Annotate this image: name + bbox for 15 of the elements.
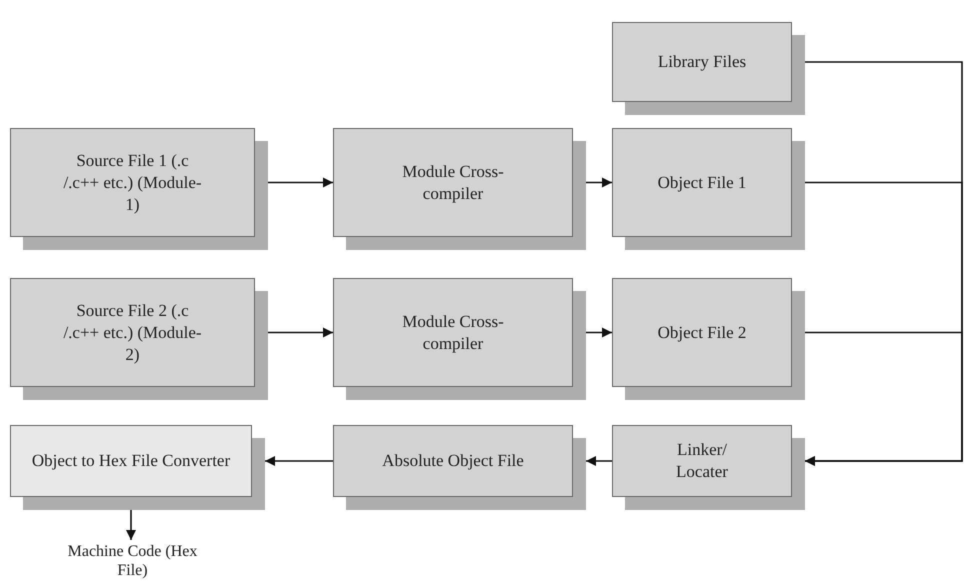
arrow [805, 332, 963, 466]
arrow [586, 178, 612, 188]
box-label: Object File 1 [656, 172, 748, 194]
arrow [586, 328, 612, 338]
box-label: Source File 1 (.c /.c++ etc.) (Module-1) [62, 150, 203, 216]
box-label: Module Cross-compiler [401, 310, 505, 354]
output-label: Machine Code (Hex File) [66, 542, 198, 580]
box-label: Absolute Object File [381, 450, 525, 472]
box-label: Object to Hex File Converter [32, 450, 230, 472]
box-label: Object File 2 [656, 322, 748, 344]
arrow [586, 456, 612, 466]
box-label: Linker/ Locater [675, 439, 729, 483]
box-label: Library Files [656, 51, 748, 73]
box-label: Module Cross-compiler [401, 160, 505, 204]
box-label: Source File 2 (.c /.c++ etc.) (Module-2) [62, 300, 203, 366]
